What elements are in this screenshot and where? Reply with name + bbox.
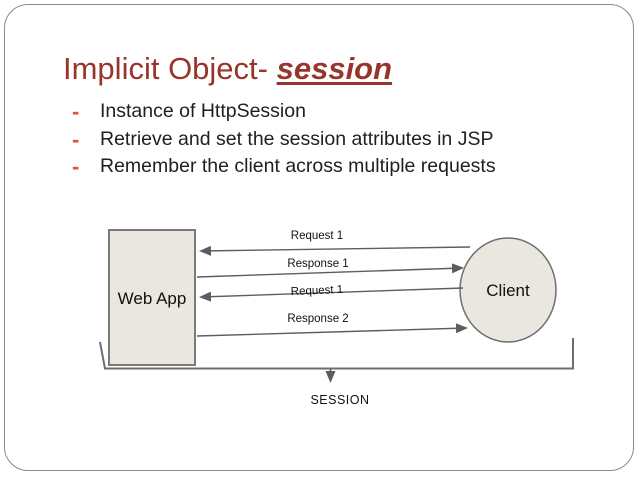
slide-title: Implicit Object- session <box>63 50 392 88</box>
bullet-dash: - <box>72 126 80 152</box>
arrow-request-2 <box>199 287 464 302</box>
client-label: Client <box>486 281 530 300</box>
session-bracket <box>99 338 574 370</box>
bullet-text: Retrieve and set the session attributes … <box>100 127 494 150</box>
arrow-label-response-1: Response 1 <box>287 258 348 270</box>
session-label: SESSION <box>310 393 369 407</box>
bullet-dash: - <box>72 99 80 124</box>
arrow-response-2 <box>196 323 468 337</box>
bullet-item: - Remember the client across multiple re… <box>72 153 612 181</box>
bullet-text: Remember the client across multiple requ… <box>100 155 496 177</box>
bullet-list: - Instance of HttpSession - Retrieve and… <box>72 98 612 181</box>
bullet-item: - Retrieve and set the session attribute… <box>72 126 612 154</box>
arrow-label-response-2: Response 2 <box>287 313 348 325</box>
arrow-label-request-2: Request 1 <box>291 284 344 298</box>
web-app-box <box>108 229 196 366</box>
arrow-response-1 <box>196 263 464 278</box>
web-app-label: Web App <box>118 289 187 308</box>
arrow-request-1 <box>199 245 471 256</box>
client-ellipse <box>459 237 557 343</box>
arrow-label-request-1: Request 1 <box>291 230 343 242</box>
title-prefix: Implicit Object- <box>63 51 277 86</box>
bullet-dash: - <box>72 154 80 179</box>
bullet-item: - Instance of HttpSession <box>72 98 612 126</box>
bullet-text: Instance of HttpSession <box>100 100 306 122</box>
title-emphasis: session <box>276 51 393 86</box>
